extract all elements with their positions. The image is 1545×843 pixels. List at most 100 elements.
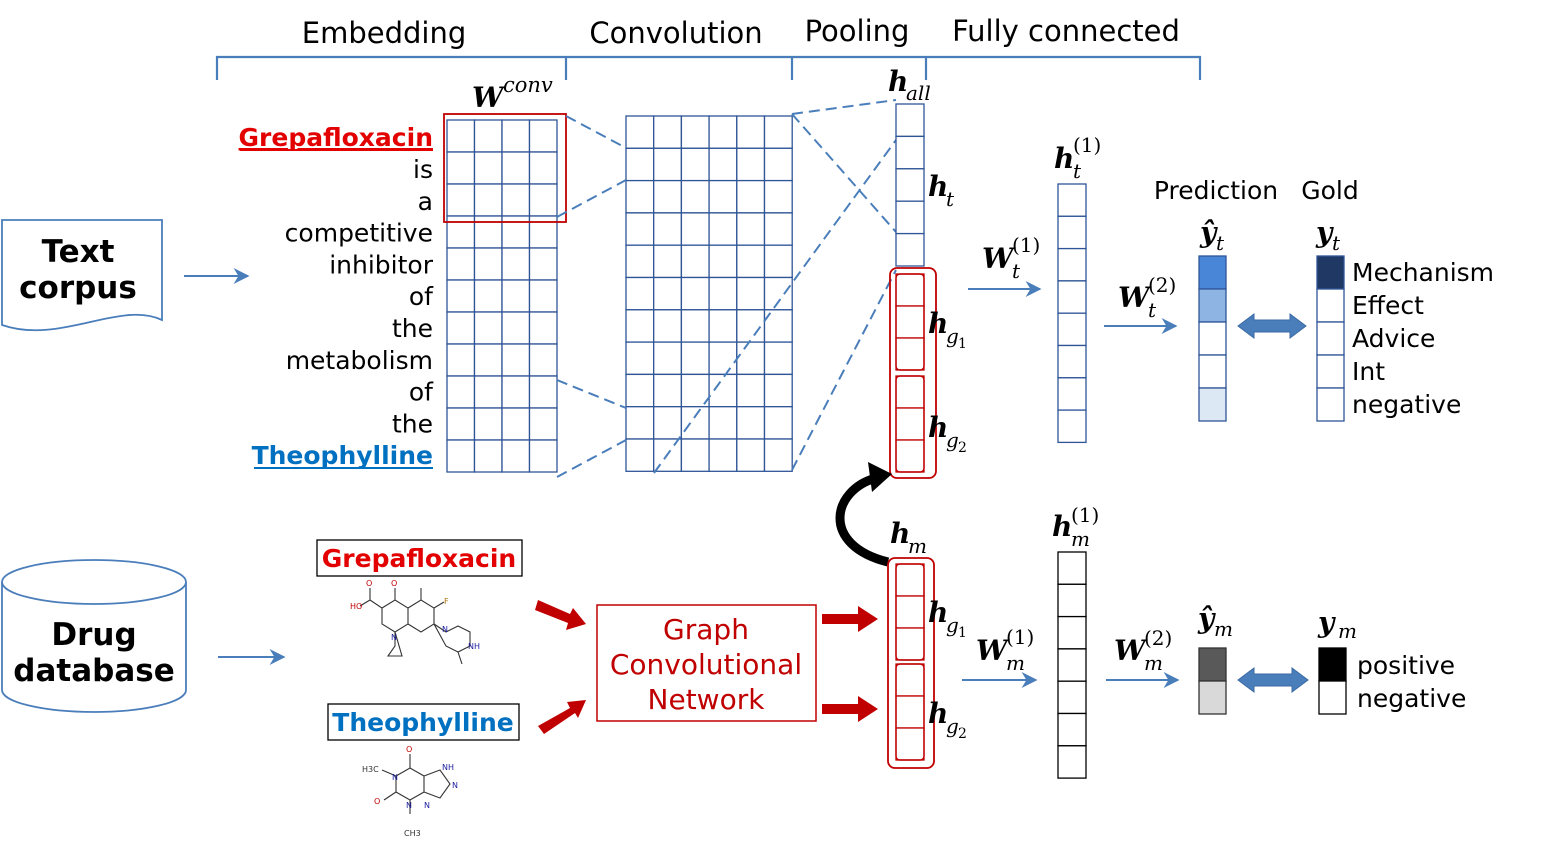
graph-feature-group	[895, 375, 925, 473]
svg-text:h: h	[928, 170, 948, 203]
label-h-t1: h t (1)	[1054, 133, 1101, 183]
label-h-g2-bottom: h g 2	[928, 697, 967, 742]
svg-text:h: h	[928, 697, 948, 730]
conv-cell	[653, 244, 683, 279]
graph-features-top	[895, 273, 925, 473]
dashed-connections	[556, 99, 897, 478]
conv-cell	[625, 147, 655, 182]
conv-cell	[763, 373, 793, 408]
red-arrows-into-gcn	[535, 600, 586, 734]
hidden-cell	[1057, 247, 1087, 282]
embedding-cell	[473, 183, 503, 217]
graph-feature-cell	[895, 695, 925, 729]
embedding-cell	[501, 279, 531, 313]
hidden-cell	[1057, 583, 1087, 618]
svg-text:(2): (2)	[1148, 273, 1176, 297]
conv-cell	[708, 276, 738, 311]
grepafloxacin-structure	[359, 588, 471, 665]
graph-feature-cell	[895, 407, 925, 441]
embedding-cell	[473, 311, 503, 345]
svg-text:N: N	[442, 625, 448, 634]
embedding-cell	[528, 151, 558, 185]
conv-cell	[736, 276, 766, 311]
label-w-m2: W m (2)	[1114, 626, 1172, 675]
conv-cell	[653, 373, 683, 408]
w-conv-label: W conv	[472, 73, 553, 114]
svg-text:N: N	[406, 801, 412, 810]
embedding-cell	[473, 343, 503, 377]
svg-text:g: g	[946, 613, 959, 637]
svg-text:h: h	[888, 65, 908, 98]
svg-text:N: N	[424, 801, 430, 810]
sentence-words: Grepafloxacin isacompetitiveinhibitoroft…	[239, 123, 435, 470]
hidden-cell	[1057, 183, 1087, 217]
conv-cell	[763, 147, 793, 182]
svg-text:m: m	[1006, 651, 1025, 675]
label-h-all: h all	[888, 65, 931, 105]
pooled-cell	[895, 200, 925, 235]
conv-cell	[763, 406, 793, 440]
embedding-cell	[501, 247, 531, 281]
embedding-cell	[473, 215, 503, 249]
embedding-cell	[501, 215, 531, 249]
embedding-matrix	[446, 119, 558, 473]
conv-cell	[736, 147, 766, 182]
svg-text:CH3: CH3	[404, 829, 421, 838]
conv-cell	[653, 147, 683, 182]
gold-cell	[1316, 288, 1345, 323]
svg-text:(1): (1)	[1073, 133, 1101, 157]
prediction-cell	[1198, 255, 1227, 290]
conv-cell	[763, 276, 793, 311]
conv-cell	[653, 276, 683, 311]
conv-cell	[708, 115, 738, 149]
prediction-cell	[1198, 321, 1227, 356]
svg-text:N: N	[392, 773, 398, 782]
text-prediction-vector	[1198, 255, 1227, 422]
graph-feature-cell	[895, 273, 925, 307]
conv-cell	[736, 373, 766, 408]
svg-text:h: h	[1052, 510, 1072, 543]
embedding-cell	[528, 279, 558, 313]
svg-text:y: y	[1315, 216, 1334, 249]
svg-text:O: O	[374, 797, 380, 806]
svg-text:HO: HO	[350, 602, 362, 611]
svg-text:(1): (1)	[1012, 233, 1040, 257]
sentence-word: inhibitor	[329, 250, 433, 279]
embedding-cell	[446, 343, 476, 377]
grepafloxacin-atom-labels: HO O O N F N NH	[350, 579, 480, 651]
hidden-layer-h-t1	[1057, 183, 1087, 444]
label-h-m1: h m (1)	[1052, 503, 1099, 551]
sentence-word: metabolism	[286, 346, 433, 375]
label-h-g1-bottom: h g 1	[928, 596, 967, 641]
drug-database-cylinder: Drug database	[1, 559, 187, 713]
embedding-cell	[528, 439, 558, 473]
text-class-label: Effect	[1352, 291, 1424, 320]
svg-text:g: g	[946, 428, 959, 452]
red-arrows-out-of-gcn	[822, 606, 878, 722]
svg-text:2: 2	[958, 726, 967, 742]
hidden-cell	[1057, 615, 1087, 650]
text-gold-vector	[1316, 255, 1345, 422]
graph-feature-cell	[895, 337, 925, 371]
conv-cell	[653, 406, 683, 440]
svg-text:F: F	[444, 597, 449, 606]
gcn-label-line1: Graph	[663, 613, 749, 646]
hidden-cell	[1057, 648, 1087, 682]
conv-cell	[680, 438, 710, 472]
embedding-cell	[473, 247, 503, 281]
conv-cell	[680, 212, 710, 246]
embedding-cell	[501, 151, 531, 185]
hidden-cell	[1057, 312, 1087, 347]
gold-cell	[1316, 354, 1345, 389]
conv-cell	[625, 438, 655, 472]
conv-cell	[625, 406, 655, 440]
graph-feature-group	[895, 563, 925, 661]
embedding-cell	[446, 311, 476, 345]
drug1-name-box	[316, 539, 523, 577]
prediction-cell	[1198, 354, 1227, 389]
embedding-cell	[473, 151, 503, 185]
pooled-graph-group-top	[889, 267, 937, 479]
label-y-t: y t	[1315, 216, 1341, 255]
conv-cell	[736, 438, 766, 472]
